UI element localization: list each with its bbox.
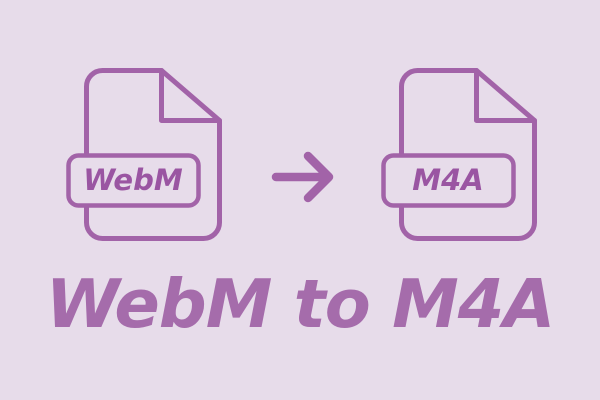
source-file-label: WebM xyxy=(83,163,183,197)
source-file-icon: WebM xyxy=(66,68,222,241)
format-label-plate xyxy=(66,153,201,208)
target-file-label: M4A xyxy=(412,163,483,197)
document-outline-icon xyxy=(84,68,222,241)
target-file-icon: M4A xyxy=(381,68,537,241)
banner-title: WebM to M4A xyxy=(45,265,556,343)
folded-corner-icon xyxy=(159,68,222,123)
format-label-plate xyxy=(381,153,516,208)
folded-corner-icon xyxy=(474,68,537,123)
document-outline-icon xyxy=(399,68,537,241)
arrow-right-icon xyxy=(271,151,334,203)
